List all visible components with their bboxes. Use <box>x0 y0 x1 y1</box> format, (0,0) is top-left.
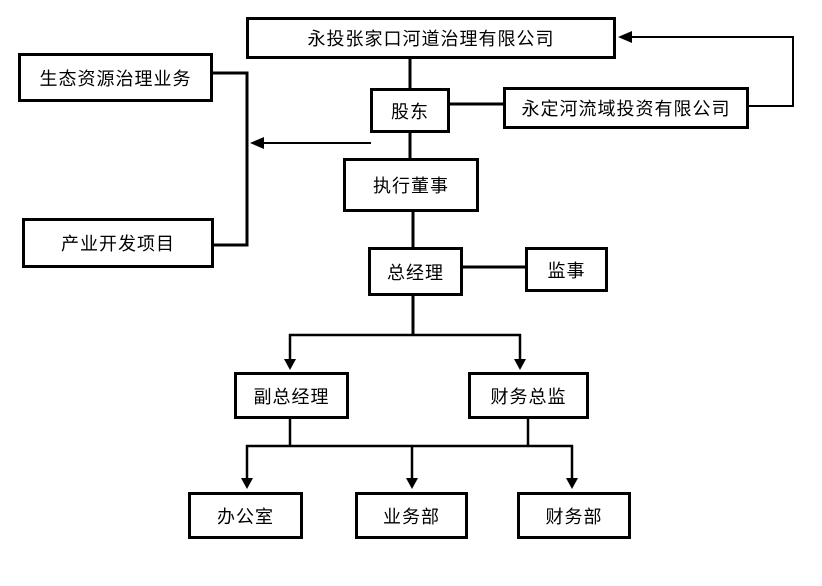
arrowhead-to-findept <box>566 478 578 489</box>
node-business-dept-label: 业务部 <box>383 506 440 527</box>
connector-investor-to-top-arrow <box>631 36 794 107</box>
node-office-label: 办公室 <box>217 506 274 527</box>
node-supervisor-label: 监事 <box>547 260 586 281</box>
node-industry-project: 产业开发项目 <box>22 218 214 268</box>
node-eco-business: 生态资源治理业务 <box>18 53 213 102</box>
arrowhead-to-findir <box>514 359 526 370</box>
node-eco-business-label: 生态资源治理业务 <box>39 68 192 89</box>
node-shareholder: 股东 <box>370 88 450 133</box>
connector-eco-to-industry <box>212 71 249 247</box>
node-business-dept: 业务部 <box>355 492 468 539</box>
arrowhead-into-top-company <box>618 31 632 43</box>
node-finance-dept: 财务部 <box>517 492 631 539</box>
node-supervisor: 监事 <box>525 247 608 292</box>
node-top-company-label: 永投张家口河道治理有限公司 <box>307 29 555 49</box>
node-exec-director: 执行董事 <box>343 158 479 212</box>
node-investor-company-label: 永定河流域投资有限公司 <box>521 99 731 119</box>
arrowhead-left <box>250 137 264 149</box>
node-deputy-gm: 副总经理 <box>234 372 349 419</box>
node-finance-director: 财务总监 <box>468 372 589 419</box>
node-deputy-gm-label: 副总经理 <box>253 386 330 407</box>
node-finance-dept-label: 财务部 <box>545 506 603 527</box>
node-exec-director-label: 执行董事 <box>373 176 449 196</box>
node-finance-director-label: 财务总监 <box>490 386 567 407</box>
arrowhead-to-deputy <box>284 359 296 370</box>
arrowhead-to-bizdept <box>406 478 418 489</box>
node-industry-project-label: 产业开发项目 <box>61 234 175 254</box>
arrowhead-to-office <box>241 478 253 489</box>
node-investor-company: 永定河流域投资有限公司 <box>503 87 749 129</box>
node-general-manager: 总经理 <box>368 247 463 296</box>
node-general-manager-label: 总经理 <box>387 262 444 283</box>
node-shareholder-label: 股东 <box>391 101 429 122</box>
node-top-company: 永投张家口河道治理有限公司 <box>246 17 616 59</box>
node-office: 办公室 <box>188 492 303 539</box>
